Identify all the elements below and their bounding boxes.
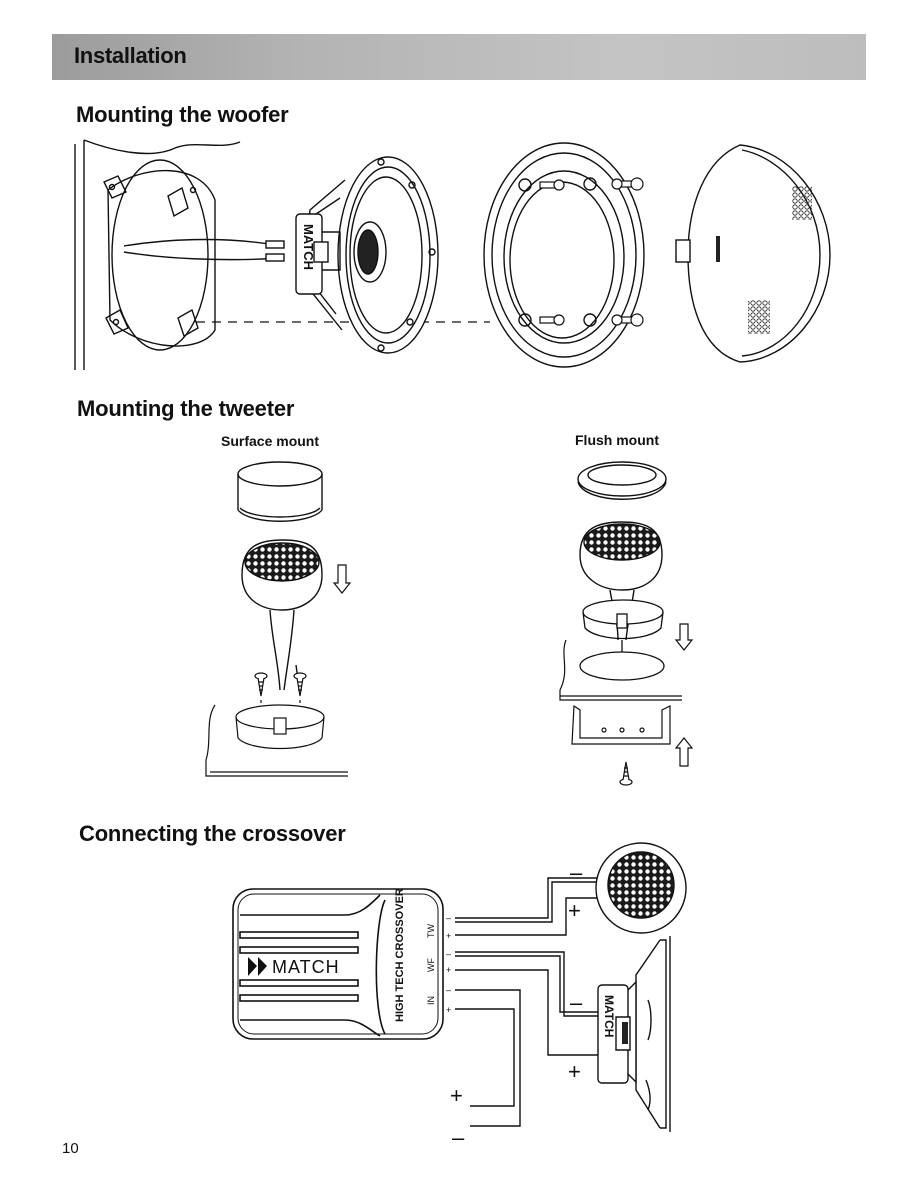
woofer-brand-text: MATCH bbox=[301, 224, 316, 270]
input-plus-sign: + bbox=[450, 1083, 463, 1108]
crossover-brand-text: MATCH bbox=[272, 957, 340, 977]
surface-ring bbox=[237, 461, 323, 522]
woofer-side-brand-text: MATCH bbox=[602, 995, 616, 1037]
mounting-ring bbox=[483, 142, 645, 368]
wf-minus-label: – bbox=[446, 949, 451, 959]
speaker-woofer-icon: MATCH bbox=[295, 156, 439, 354]
flush-cup bbox=[579, 599, 665, 681]
flush-panel bbox=[559, 639, 682, 745]
page-number: 10 bbox=[62, 1140, 79, 1157]
crossover-icon: MATCH HIGH TECH CROSSOVER bbox=[232, 888, 444, 1040]
up-arrow-icon bbox=[674, 737, 694, 767]
in-minus-label: – bbox=[446, 985, 451, 995]
in-plus-label: + bbox=[446, 1005, 451, 1015]
grille-cover bbox=[675, 144, 831, 363]
section-banner: Installation bbox=[52, 34, 866, 80]
woofer-wires bbox=[123, 238, 285, 262]
crossover-device-label: HIGH TECH CROSSOVER bbox=[394, 888, 406, 1022]
tweeter-icon bbox=[241, 539, 323, 691]
input-minus-sign: – bbox=[452, 1125, 465, 1150]
surface-mount-label: Surface mount bbox=[221, 433, 320, 449]
down-arrow-icon bbox=[332, 564, 352, 594]
tw-terminal-label: TW bbox=[426, 924, 436, 938]
flush-ring bbox=[577, 461, 667, 500]
woofer-minus-sign: – bbox=[570, 990, 583, 1015]
woofer-plus-sign: + bbox=[568, 1059, 581, 1084]
crossover-heading: Connecting the crossover bbox=[79, 821, 346, 846]
crossover-wiring bbox=[455, 877, 600, 1127]
down-arrow-icon bbox=[674, 623, 694, 651]
screw-icon bbox=[619, 761, 633, 786]
tw-minus-label: – bbox=[446, 913, 451, 923]
wf-terminal-label: WF bbox=[426, 958, 436, 972]
surface-base bbox=[205, 700, 348, 777]
woofer-heading: Mounting the woofer bbox=[76, 102, 289, 127]
tweeter-icon bbox=[595, 842, 687, 934]
wf-plus-label: + bbox=[446, 965, 451, 975]
terminal-labels: TW WF IN – + – + – + bbox=[426, 913, 451, 1015]
tw-plus-label: + bbox=[446, 931, 451, 941]
speaker-woofer-icon: MATCH bbox=[597, 936, 671, 1132]
flush-mount-label: Flush mount bbox=[575, 432, 659, 448]
screw-icon bbox=[539, 177, 644, 327]
page-title: Installation bbox=[74, 43, 187, 68]
tweeter-heading: Mounting the tweeter bbox=[77, 396, 295, 421]
polarity-signs: – + – + + – bbox=[450, 860, 583, 1150]
tweeter-plus-sign: + bbox=[568, 898, 581, 923]
in-terminal-label: IN bbox=[426, 996, 436, 1005]
screw-icon bbox=[254, 672, 307, 697]
tweeter-minus-sign: – bbox=[570, 860, 583, 885]
door-panel bbox=[74, 139, 241, 370]
